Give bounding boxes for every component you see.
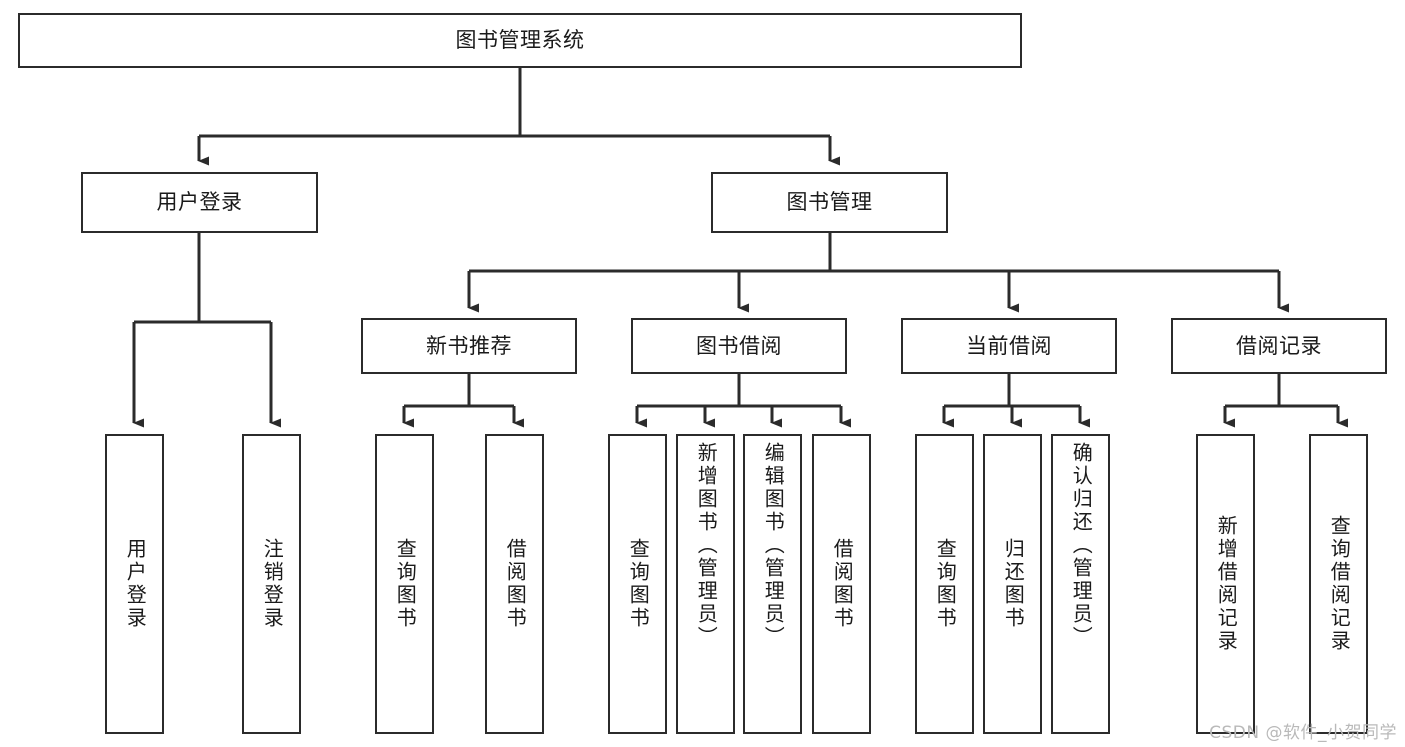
node-borrow-record[interactable]: 借阅记录 xyxy=(1171,318,1387,374)
node-leaf-edit-book[interactable]: 编辑图书（管理员） xyxy=(743,434,802,734)
node-leaf-return-book[interactable]: 归还图书 xyxy=(983,434,1042,734)
node-label: 归还图书 xyxy=(1001,538,1026,630)
node-label: 新增图书（管理员） xyxy=(694,442,719,649)
node-label: 查询图书 xyxy=(933,538,958,630)
node-book-management[interactable]: 图书管理 xyxy=(711,172,948,233)
node-book-borrow[interactable]: 图书借阅 xyxy=(631,318,847,374)
node-book-management-system[interactable]: 图书管理系统 xyxy=(18,13,1022,68)
node-label: 图书借阅 xyxy=(696,333,782,358)
node-label: 查询图书 xyxy=(626,538,651,630)
node-label: 查询借阅记录 xyxy=(1327,515,1352,653)
node-label: 编辑图书（管理员） xyxy=(761,442,786,649)
node-leaf-query-book-1[interactable]: 查询图书 xyxy=(375,434,434,734)
node-label: 用户登录 xyxy=(123,538,148,630)
node-label: 查询图书 xyxy=(393,538,418,630)
node-user-login[interactable]: 用户登录 xyxy=(81,172,318,233)
node-leaf-add-record[interactable]: 新增借阅记录 xyxy=(1196,434,1255,734)
node-new-book-recommend[interactable]: 新书推荐 xyxy=(361,318,577,374)
node-label: 新增借阅记录 xyxy=(1214,515,1239,653)
node-leaf-user-login[interactable]: 用户登录 xyxy=(105,434,164,734)
node-leaf-query-record[interactable]: 查询借阅记录 xyxy=(1309,434,1368,734)
node-leaf-query-book-3[interactable]: 查询图书 xyxy=(915,434,974,734)
node-label: 用户登录 xyxy=(156,190,243,215)
node-label: 借阅记录 xyxy=(1236,333,1322,358)
node-leaf-confirm-return[interactable]: 确认归还（管理员） xyxy=(1051,434,1110,734)
node-label: 借阅图书 xyxy=(830,538,855,630)
node-label: 确认归还（管理员） xyxy=(1069,442,1094,649)
node-leaf-logout-login[interactable]: 注销登录 xyxy=(242,434,301,734)
node-leaf-query-book-2[interactable]: 查询图书 xyxy=(608,434,667,734)
node-leaf-add-book[interactable]: 新增图书（管理员） xyxy=(676,434,735,734)
node-label: 图书管理系统 xyxy=(455,28,585,53)
node-label: 图书管理 xyxy=(786,190,873,215)
node-label: 当前借阅 xyxy=(966,333,1052,358)
node-current-borrow[interactable]: 当前借阅 xyxy=(901,318,1117,374)
node-leaf-borrow-book-1[interactable]: 借阅图书 xyxy=(485,434,544,734)
node-label: 新书推荐 xyxy=(426,333,512,358)
node-label: 注销登录 xyxy=(260,538,285,630)
node-leaf-borrow-book-2[interactable]: 借阅图书 xyxy=(812,434,871,734)
node-label: 借阅图书 xyxy=(503,538,528,630)
